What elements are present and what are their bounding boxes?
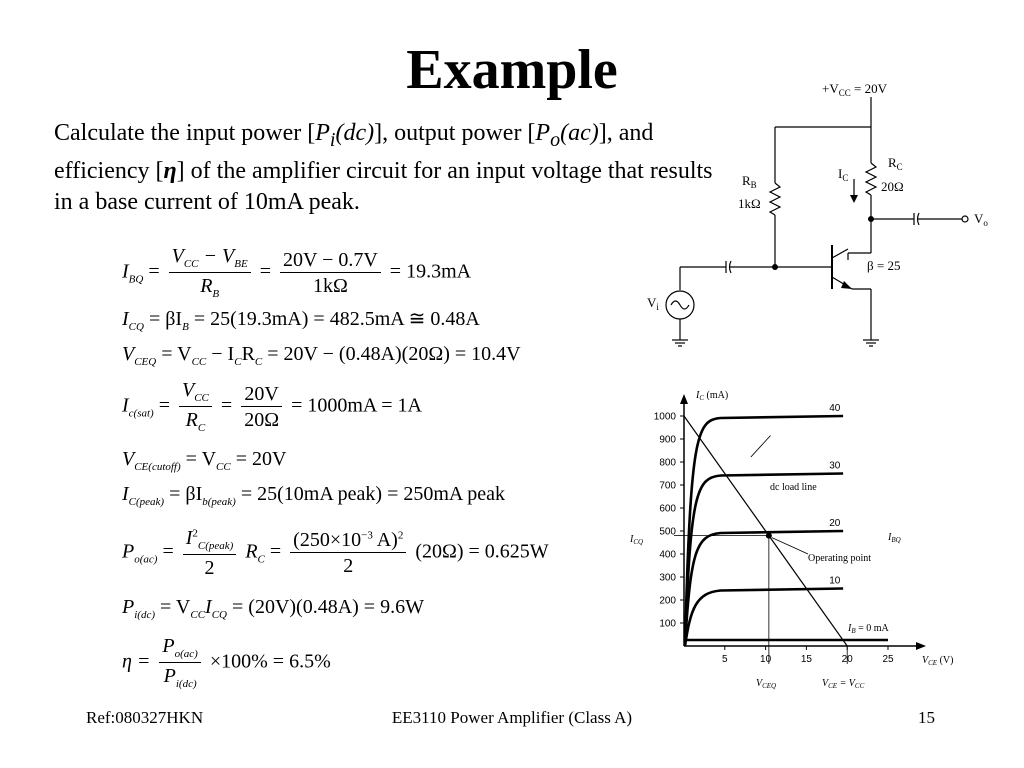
y-tick-label: 700 — [659, 481, 676, 492]
equation-vce-cutoff: VCE(cutoff) = VCC = 20V — [122, 448, 287, 473]
y-tick-label: 400 — [659, 550, 676, 561]
footer-page-number: 15 — [918, 708, 935, 727]
ib-curve-10 — [683, 587, 844, 647]
pi-symbol: P — [315, 120, 330, 146]
ib-curve-30 — [683, 472, 844, 647]
y-tick-label: 200 — [659, 596, 676, 607]
x-tick-label: 10 — [760, 654, 772, 665]
x-axis-label: VCE (V) — [922, 655, 953, 667]
amplifier-circuit-diagram: +VCC = 20V RB 1kΩ RC 20Ω IC β = 25 Vi Vo — [647, 81, 988, 347]
x-tick-label: 15 — [801, 654, 813, 665]
ib-curve-label: 30 — [829, 461, 841, 472]
icq-label: ICQ — [629, 534, 643, 546]
operating-point-marker — [765, 532, 772, 539]
operating-point-label: Operating point — [808, 553, 871, 564]
footer-course: EE3110 Power Amplifier (Class A) — [391, 708, 633, 727]
y-tick-label: 600 — [659, 504, 676, 515]
ib-curve-label: 20 — [829, 518, 841, 529]
load-line-leader — [750, 435, 771, 458]
problem-statement: Calculate the input power [Pi(dc)], outp… — [54, 118, 714, 218]
eta-symbol: η — [163, 157, 177, 184]
y-tick-label: 300 — [659, 573, 676, 584]
pi-arg: (dc) — [335, 120, 375, 146]
vcc-label: +VCC = 20V — [822, 81, 888, 98]
y-tick-label: 900 — [659, 435, 676, 446]
dc-load-line — [683, 415, 848, 647]
ic-label: IC — [838, 166, 848, 183]
ib-zero-label: IB = 0 mA — [847, 623, 890, 635]
y-axis-label: IC (mA) — [695, 390, 728, 402]
y-tick-label: 1000 — [654, 412, 677, 423]
ib-curve-label: 40 — [829, 403, 841, 414]
load-line-label: dc load line — [770, 482, 817, 493]
ib-curve-20 — [683, 529, 844, 647]
intro-text-3: ], and efficiency [ — [54, 120, 654, 184]
collector-junction-dot — [868, 216, 874, 222]
emitter-arrow — [841, 281, 852, 289]
equation-vceq: VCEQ = VCC − ICRC = 20V − (0.48A)(20Ω) =… — [122, 343, 521, 368]
equation-efficiency: η = Po(ac)Pi(dc) ×100% = 6.5% — [122, 635, 331, 690]
intro-text-1: Calculate the input power [ — [54, 120, 316, 146]
operating-point-leader — [771, 537, 809, 555]
y-tick-label: 100 — [659, 619, 676, 630]
y-tick-label: 500 — [659, 527, 676, 538]
ib-curve-label: 10 — [829, 576, 841, 587]
po-arg: (ac) — [560, 120, 599, 146]
equation-pi-dc: Pi(dc) = VCCICQ = (20V)(0.48A) = 9.6W — [122, 596, 424, 621]
x-tick-label: 25 — [882, 654, 894, 665]
vo-label: Vo — [974, 211, 988, 228]
pi-subscript: i — [329, 128, 336, 151]
equation-ic-peak: IC(peak) = βIb(peak) = 25(10mA peak) = 2… — [122, 483, 506, 508]
vceq-label: VCEQ — [756, 678, 776, 690]
po-subscript: o — [550, 128, 561, 151]
rb-label: RB — [742, 173, 757, 190]
footer-ref: Ref:080327HKN — [86, 708, 204, 727]
intro-text-4: ] of the amplifier circuit for an input … — [54, 157, 713, 215]
intro-text-2: ], output power [ — [374, 120, 536, 146]
y-tick-label: 800 — [659, 458, 676, 469]
vce-equals-vcc-label: VCE = VCC — [822, 678, 865, 690]
vi-label: Vi — [647, 295, 659, 312]
rb-value: 1kΩ — [738, 196, 761, 211]
beta-label: β = 25 — [867, 258, 900, 273]
slide-title: Example — [406, 39, 618, 101]
rc-label: RC — [888, 155, 903, 172]
po-symbol: P — [535, 120, 551, 146]
rc-value: 20Ω — [881, 179, 904, 194]
ibq-label: IBQ — [887, 532, 901, 544]
ic-arrow — [850, 195, 858, 203]
collector-characteristics-chart: 100 200 300 400 500 600 700 800 900 1000 5 10 15 20 25… — [629, 390, 953, 690]
x-tick-label: 5 — [722, 654, 728, 665]
equation-icq: ICQ = βIB = 25(19.3mA) = 482.5mA ≅ 0.48A — [122, 308, 480, 333]
base-junction-dot — [772, 264, 778, 270]
